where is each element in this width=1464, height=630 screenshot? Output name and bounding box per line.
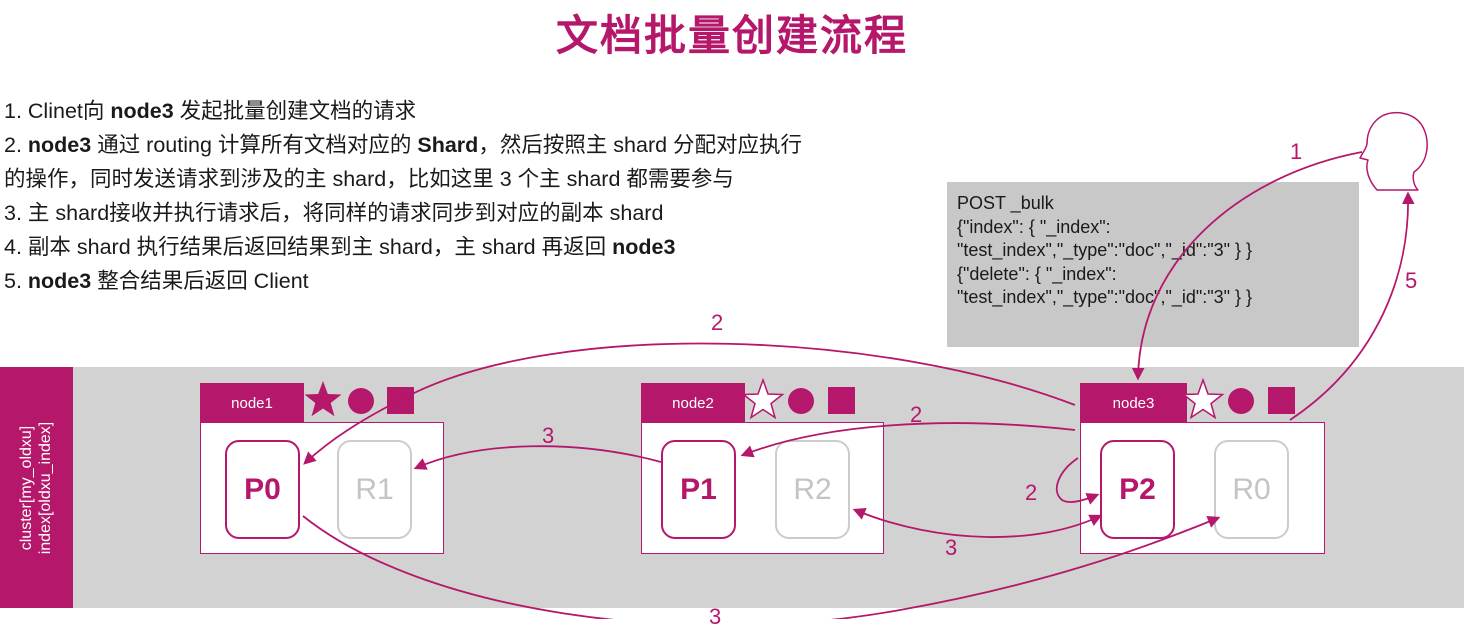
- square-icon: [828, 387, 855, 414]
- arrow-label-3a: 3: [542, 423, 555, 448]
- arrow-3-p2-r2: [852, 508, 1103, 538]
- step-4: 4. 副本 shard 执行结果后返回结果到主 shard，主 shard 再返…: [4, 235, 676, 259]
- node1-tab: node1: [200, 383, 304, 423]
- arrow-2-to-p2: [1056, 457, 1100, 505]
- node2-tab: node2: [641, 383, 745, 423]
- person-head-icon: [1359, 111, 1428, 191]
- cluster-tab: [0, 367, 73, 608]
- circle-icon: [1228, 388, 1254, 414]
- step-5: 5. node3 整合结果后返回 Client: [4, 269, 309, 293]
- star-icon: [741, 377, 785, 420]
- shard-p0: P0: [225, 440, 300, 539]
- square-icon: [1268, 387, 1295, 414]
- arrow-label-2b: 2: [910, 402, 923, 427]
- step-1: 1. Clinet向 node3 发起批量创建文档的请求: [4, 99, 417, 123]
- arrow-1: [1131, 151, 1363, 381]
- arrow-label-2a: 2: [711, 310, 724, 335]
- arrow-2-to-p1: [740, 422, 1076, 458]
- shard-r2: R2: [775, 440, 850, 539]
- step-3: 3. 主 shard接收并执行请求后，将同样的请求同步到对应的副本 shard: [4, 201, 664, 225]
- circle-icon: [788, 388, 814, 414]
- star-icon: [304, 381, 342, 417]
- diagram-title: 文档批量创建流程: [555, 11, 908, 60]
- steps-list: 1. Clinet向 node3 发起批量创建文档的请求 2. node3 通过…: [4, 94, 802, 298]
- arrow-3-p1-r1: [413, 445, 662, 470]
- bulk-request-box: POST _bulk {"index": { "_index": "test_i…: [947, 182, 1359, 347]
- arrow-label-3b: 3: [945, 535, 958, 560]
- shard-p1: P1: [661, 440, 736, 539]
- arrow-5: [1289, 191, 1415, 421]
- shard-r1: R1: [337, 440, 412, 539]
- arrow-3-p0-r0: [302, 515, 1221, 619]
- step-2: 2. node3 通过 routing 计算所有文档对应的 Shard，然后按照…: [4, 133, 803, 157]
- circle-icon: [348, 388, 374, 414]
- arrow-label-1: 1: [1290, 139, 1303, 164]
- arrow-label-5: 5: [1405, 268, 1418, 293]
- node3-tab: node3: [1080, 383, 1187, 423]
- step-2-cont: 的操作，同时发送请求到涉及的主 shard，比如这里 3 个主 shard 都需…: [4, 167, 734, 191]
- star-icon: [1181, 377, 1225, 420]
- arrow-label-3c: 3: [709, 604, 722, 629]
- arrow-label-2c: 2: [1025, 480, 1038, 505]
- shard-r0: R0: [1214, 440, 1289, 539]
- shard-p2: P2: [1100, 440, 1175, 539]
- arrow-2-to-p0: [303, 342, 1076, 465]
